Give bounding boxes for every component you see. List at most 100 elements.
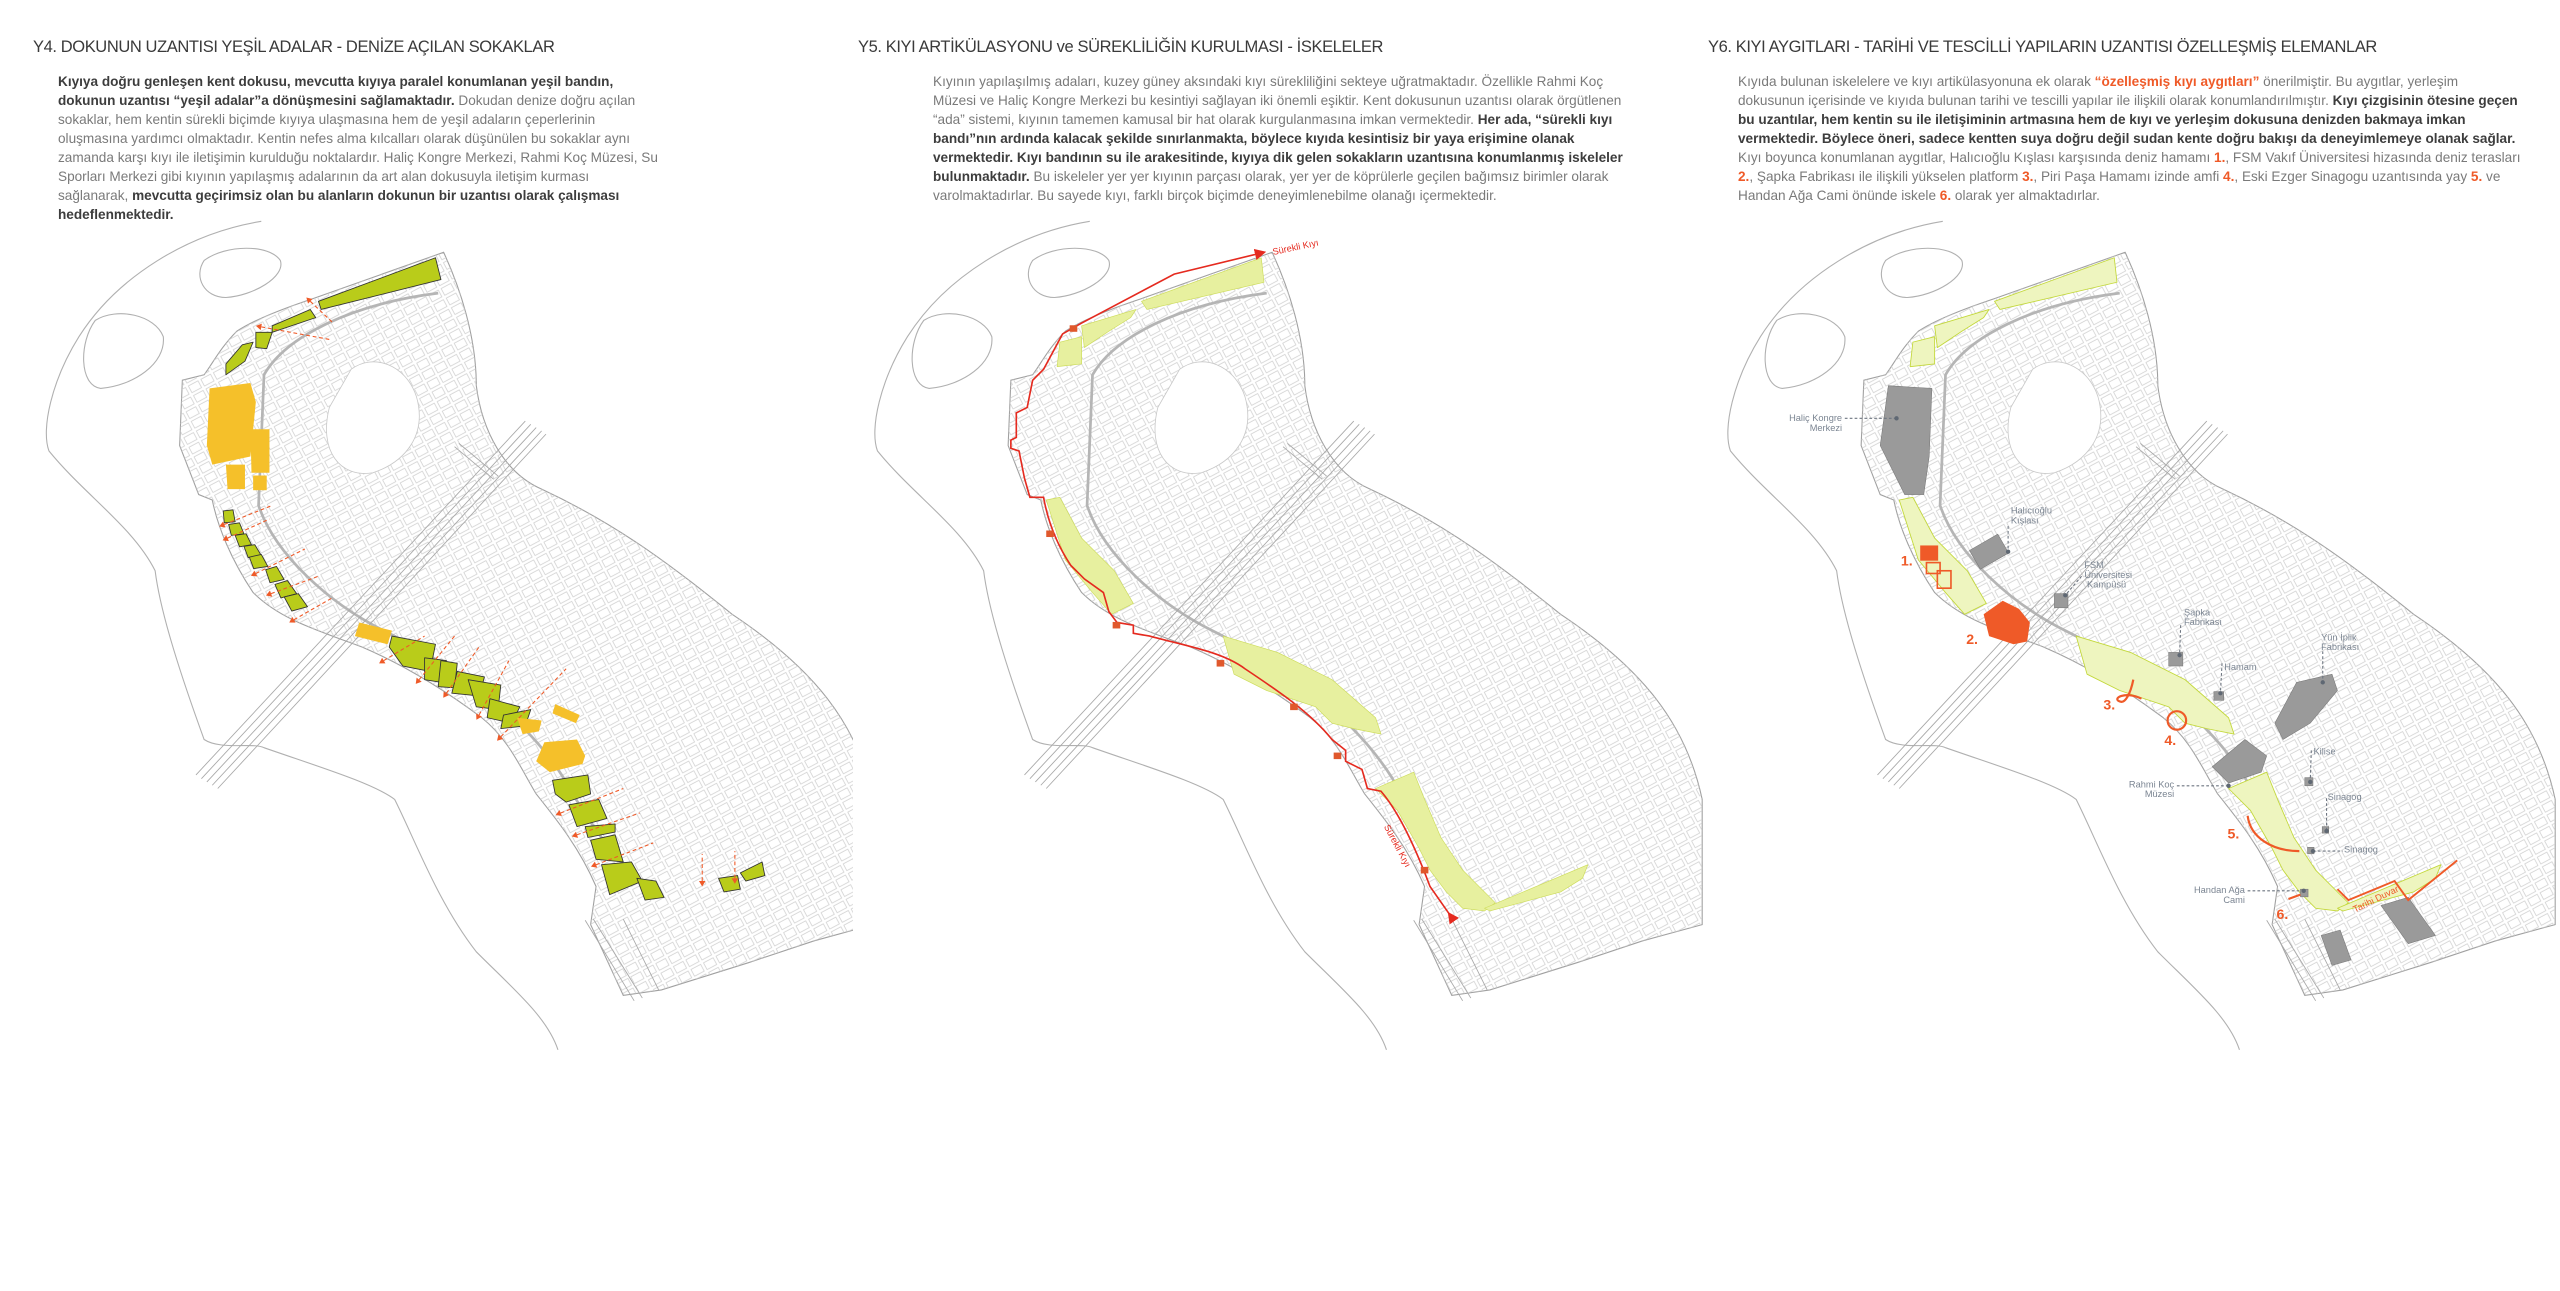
street-axis — [418, 635, 455, 680]
historic-wall — [2336, 859, 2458, 902]
label-rahmi-koc: Rahmi Koç — [2129, 779, 2175, 789]
arrow-icon — [265, 590, 273, 597]
green-island — [739, 861, 766, 882]
device-number-6: 6. — [2276, 906, 2288, 922]
sea-terraces-2 — [1983, 600, 2030, 645]
green-island — [265, 565, 285, 584]
built-island — [206, 382, 256, 465]
public-green-band — [1898, 257, 2442, 912]
arrow-icon — [250, 570, 258, 577]
panel-description: Kıyıya doğru genleşen kent dokusu, mevcu… — [58, 72, 658, 224]
device-number-2: 2. — [1966, 631, 1978, 647]
green-band — [1994, 257, 2118, 310]
panel-y5: Y5. KIYI ARTİKÜLASYONU ve SÜREKLİLİĞİN K… — [853, 0, 1706, 1291]
street-axis — [224, 504, 273, 525]
amphitheatre-4 — [2166, 710, 2188, 731]
panel-y4: Y4. DOKUNUN UZANTISI YEŞİL ADALAR - DENİ… — [0, 0, 853, 1291]
description-bold: Kıyıya doğru genleşen kent dokusu, mevcu… — [58, 74, 614, 108]
green-island — [222, 509, 236, 524]
arrow-icon — [443, 691, 450, 698]
street-axis — [255, 548, 306, 574]
map-shore-devices: Haliç Kongre Merkezi Halıcıoğlu Kışlası … — [1706, 200, 2559, 1291]
built-island — [225, 464, 245, 490]
green-island — [271, 309, 317, 333]
arrow-icon — [555, 809, 562, 817]
continuous-shore-line — [1010, 248, 1459, 925]
green-band — [1898, 496, 1987, 615]
base-map — [1706, 201, 2559, 1291]
description-text: önerilmiştir. Bu aygıtlar, yerleşim doku… — [1738, 74, 2459, 108]
street-axis — [576, 812, 640, 836]
label-sinagog: Sinagog — [2328, 792, 2362, 802]
arrow-icon — [222, 535, 229, 542]
built-islands — [206, 382, 586, 773]
label-halic-congress: Haliç Kongre — [1789, 413, 1842, 423]
built-island — [354, 622, 392, 645]
shore-devices — [1920, 545, 2458, 902]
green-island — [590, 834, 624, 863]
arrow-icon — [571, 831, 579, 838]
label-handan-aga: Handan Ağa — [2194, 885, 2246, 895]
label-fsm: Kampüsü — [2087, 580, 2126, 590]
map-continuous-shore: Sürekli Kıyı Sürekli Kıyı — [853, 200, 1706, 1291]
description-highlight: “özelleşmiş kıyı aygıtları” — [2094, 74, 2260, 89]
description-text: , Piri Paşa Hamamı izinde amfi — [2033, 169, 2224, 184]
base-map — [853, 201, 1706, 1291]
arrow-icon — [476, 713, 482, 720]
base-map — [24, 201, 853, 1291]
street-axis — [293, 597, 333, 621]
device-numbers: 1. 2. 3. 4. 5. 6. — [1901, 552, 2288, 922]
panel-title: Y6. KIYI AYGITLARI - TARİHİ VE TESCİLLİ … — [1708, 38, 2377, 56]
green-band — [2337, 864, 2442, 912]
piers — [1046, 325, 1429, 874]
street-axis — [445, 646, 480, 694]
device-number: 5. — [2470, 169, 2483, 184]
arrow-icon — [415, 677, 422, 684]
arrow-icon — [255, 323, 262, 331]
device-number: 3. — [2022, 169, 2034, 184]
arc-5 — [2246, 815, 2300, 853]
arrow-icon — [289, 616, 296, 623]
sea-bath-1 — [1920, 545, 1952, 589]
green-band — [2075, 635, 2235, 735]
label-sapka: Şapka — [2184, 607, 2211, 617]
street-axis — [595, 842, 654, 866]
built-island — [536, 739, 586, 773]
description-bold: Kıyı çizgisinin ötesine geçen bu uzantıl… — [1738, 93, 2518, 146]
map-green-islands — [0, 200, 853, 1291]
arrow-icon — [497, 734, 504, 741]
device-number-4: 4. — [2164, 732, 2176, 748]
panel-title: Y4. DOKUNUN UZANTISI YEŞİL ADALAR - DENİ… — [33, 38, 555, 56]
device-number: 2. — [1738, 169, 1750, 184]
street-axis — [227, 518, 270, 539]
street-axis — [309, 300, 334, 324]
green-islands — [222, 257, 766, 901]
arrow-icon — [219, 521, 226, 528]
green-island — [568, 798, 608, 828]
label-continuous-shore: Sürekli Kıyı — [1272, 237, 1320, 257]
device-number: 4. — [2223, 169, 2235, 184]
green-island — [636, 877, 665, 901]
description-text: ve Handan Ağa Cami önünde iskele — [1738, 169, 2501, 203]
device-number-3: 3. — [2103, 697, 2115, 713]
pier — [1290, 703, 1298, 711]
green-band — [1056, 336, 1082, 367]
description-text: Dokudan denize doğru açılan sokaklar, he… — [58, 93, 658, 203]
label-halicioglu: Halıcıoğlu — [2011, 506, 2052, 516]
built-island — [253, 475, 267, 491]
green-island — [234, 533, 252, 548]
label-sapka: Fabrikası — [2184, 617, 2222, 627]
built-island — [517, 717, 542, 735]
green-island — [318, 257, 442, 310]
street-axis — [383, 635, 425, 662]
green-island — [255, 331, 273, 350]
green-island — [248, 553, 269, 570]
description-text: Bu iskeleler yer yer kıyının parçası ola… — [933, 169, 1609, 203]
green-band — [1045, 496, 1134, 615]
green-band — [1909, 336, 1936, 368]
label-rahmi-koc: Müzesi — [2145, 789, 2174, 799]
green-island — [225, 341, 254, 376]
label-halicioglu: Kışlası — [2011, 515, 2039, 525]
pier — [1046, 530, 1054, 538]
device-number: 1. — [2214, 150, 2226, 165]
